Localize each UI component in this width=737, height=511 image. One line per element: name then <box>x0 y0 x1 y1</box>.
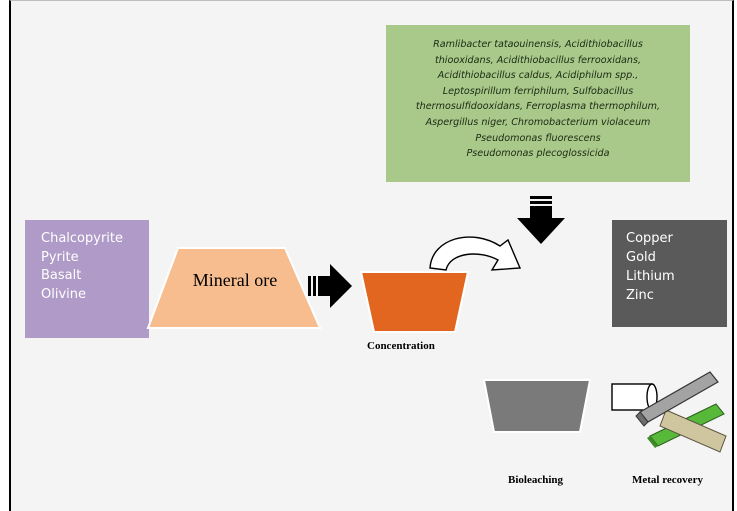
organism-line: Acidithiobacillus caldus, Acidiphilum sp… <box>437 70 639 82</box>
mineral-ore-label: Mineral ore <box>192 270 278 290</box>
block-arrow-right-icon <box>308 264 352 308</box>
bioleaching-vessel <box>482 379 592 433</box>
bioleaching-label: Bioleaching <box>508 474 564 486</box>
metal-item: Zinc <box>626 288 654 303</box>
organism-line: thermosulfidooxidans, Ferroplasma thermo… <box>415 101 661 113</box>
metals-box: Copper Gold Lithium Zinc <box>612 220 727 327</box>
metal-item: Gold <box>626 250 656 265</box>
metal-item: Lithium <box>626 269 675 284</box>
mineral-item: Basalt <box>41 268 82 283</box>
metal-recovery-label: Metal recovery <box>632 474 703 486</box>
mineral-item: Chalcopyrite <box>41 231 123 246</box>
organism-line: Pseudomonas plecoglossicida <box>466 148 610 160</box>
organism-line: Ramlibacter tataouinensis, Acidithiobaci… <box>433 39 643 50</box>
organism-line: Leptospirillum ferriphilum, Sulfobacillu… <box>442 85 634 97</box>
organism-line: Pseudomonas fluorescens <box>475 132 601 144</box>
curved-arrow-icon <box>429 236 522 271</box>
organism-line: Aspergillus niger, Chromobacterium viola… <box>425 116 651 128</box>
minerals-box: Chalcopyrite Pyrite Basalt Olivine <box>25 220 149 338</box>
metal-item: Copper <box>626 231 673 246</box>
metal-bars-icon <box>611 371 727 453</box>
mineral-item: Pyrite <box>41 249 79 265</box>
organism-line: thiooxidans, Acidithiobacillus ferrooxid… <box>434 54 642 66</box>
mineral-item: Olivine <box>41 286 86 302</box>
ore-trapezoid <box>146 247 322 329</box>
concentration-vessel <box>359 271 470 333</box>
block-arrow-down-icon <box>517 196 565 244</box>
microorganisms-box: Ramlibacter tataouinensis, Acidithiobaci… <box>386 25 690 182</box>
concentration-label: Concentration <box>367 340 435 352</box>
